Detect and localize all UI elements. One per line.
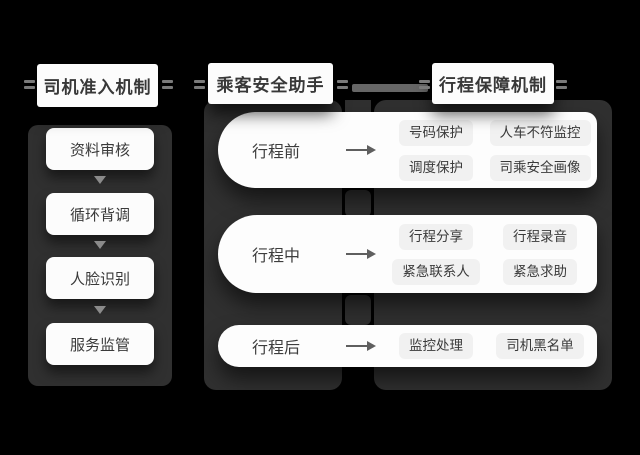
trip-stage-label: 行程中	[252, 248, 301, 265]
double-dash-icon	[24, 80, 35, 89]
passenger-assistant-header-label: 乘客安全助手	[216, 76, 325, 95]
down-arrow-icon	[94, 306, 106, 314]
feature-chip: 监控处理	[399, 333, 473, 359]
feature-chip: 调度保护	[399, 154, 473, 181]
passenger-assistant-header: 乘客安全助手	[208, 63, 333, 104]
step-card: 资料审核	[46, 128, 154, 170]
step-card: 循环背调	[46, 193, 154, 235]
feature-chip: 人车不符监控	[489, 119, 591, 146]
panel-bridge-gap2	[345, 295, 371, 325]
down-arrow-icon	[94, 241, 106, 249]
driver-admission-header-label: 司机准入机制	[43, 78, 152, 97]
trip-row-during: 行程中 行程分享 行程录音 紧急联系人 紧急求助	[218, 215, 597, 293]
step-label: 服务监管	[69, 336, 130, 354]
step-card: 服务监管	[46, 323, 154, 365]
right-arrow-icon	[346, 341, 376, 351]
header-connector-bar	[352, 84, 428, 92]
feature-chip: 司乘安全画像	[489, 154, 591, 181]
trip-row-after: 行程后 监控处理 司机黑名单	[218, 325, 597, 367]
feature-chip: 紧急求助	[503, 258, 577, 285]
step-label: 人脸识别	[69, 270, 130, 288]
driver-admission-header: 司机准入机制	[37, 64, 158, 107]
double-dash-icon	[556, 80, 567, 89]
double-dash-icon	[419, 80, 430, 89]
trip-stage-label: 行程后	[252, 340, 301, 357]
double-dash-icon	[162, 80, 173, 89]
feature-chip-group: 号码保护 人车不符监控 调度保护 司乘安全画像	[392, 112, 591, 188]
feature-chip-group: 行程分享 行程录音 紧急联系人 紧急求助	[392, 215, 589, 293]
double-dash-icon	[337, 80, 348, 89]
panel-bridge-gap1	[345, 190, 371, 217]
trip-row-before: 行程前 号码保护 人车不符监控 调度保护 司乘安全画像	[218, 112, 597, 188]
down-arrow-icon	[94, 176, 106, 184]
panel-bridge-top	[345, 100, 371, 112]
feature-chip: 司机黑名单	[496, 333, 584, 359]
step-label: 资料审核	[69, 141, 130, 159]
right-arrow-icon	[346, 145, 376, 155]
step-card: 人脸识别	[46, 257, 154, 299]
trip-guarantee-header: 行程保障机制	[432, 63, 554, 104]
double-dash-icon	[194, 80, 205, 89]
feature-chip: 紧急联系人	[392, 258, 480, 285]
feature-chip-group: 监控处理 司机黑名单	[392, 325, 589, 367]
feature-chip: 号码保护	[399, 119, 473, 146]
trip-guarantee-header-label: 行程保障机制	[439, 76, 547, 95]
step-label: 循环背调	[69, 206, 130, 224]
feature-chip: 行程录音	[503, 223, 577, 250]
trip-stage-label: 行程前	[252, 144, 301, 161]
feature-chip: 行程分享	[399, 223, 473, 250]
right-arrow-icon	[346, 249, 376, 259]
